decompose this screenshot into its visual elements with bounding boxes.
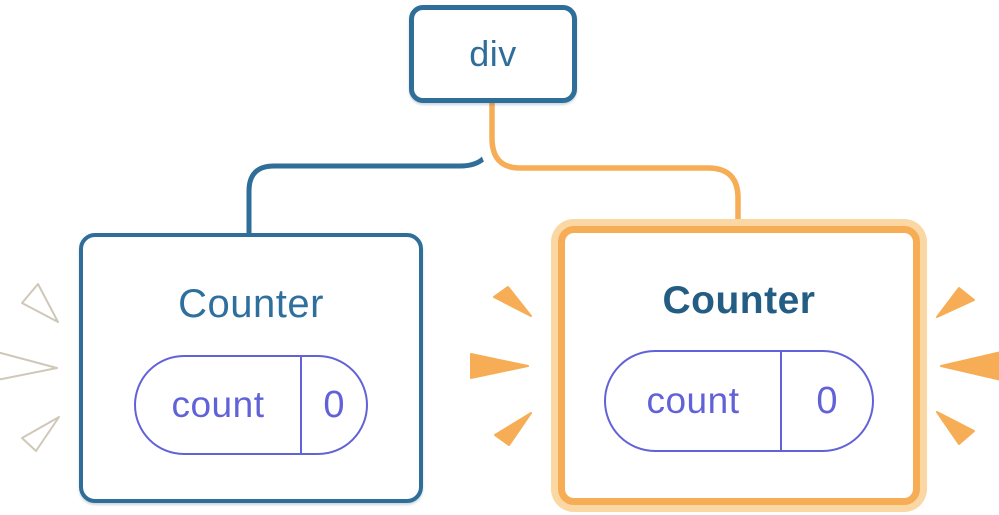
sparkle-burst-left-icon: [0, 283, 60, 452]
counter-right-title: Counter: [662, 279, 816, 322]
sparkle-burst-middle-icon: [470, 286, 532, 446]
counter-left-state-pill: count 0: [134, 355, 368, 455]
sparkle-ray: [493, 286, 532, 317]
tree-node-counter-right: Counter count 0: [558, 226, 920, 505]
tree-node-counter-left: Counter count 0: [79, 233, 423, 503]
sparkle-burst-right-icon: [936, 287, 999, 445]
sparkle-ray: [21, 283, 59, 323]
sparkle-ray: [0, 351, 58, 381]
edge-div-to-counter-right: [489, 100, 741, 230]
state-value: 0: [323, 383, 345, 426]
sparkle-ray: [936, 411, 975, 445]
div-node-label: div: [469, 33, 517, 74]
counter-left-title: Counter: [178, 282, 324, 326]
pill-divider: [780, 352, 782, 450]
state-value: 0: [816, 379, 838, 422]
edge-div-to-counter-left: [246, 100, 495, 235]
sparkle-ray: [936, 287, 975, 318]
pill-divider: [300, 357, 302, 453]
sparkle-ray: [940, 351, 999, 381]
tree-node-div: div: [409, 5, 577, 103]
state-name: count: [171, 384, 265, 425]
sparkle-ray: [21, 416, 60, 452]
sparkle-ray: [494, 412, 532, 446]
sparkle-ray: [470, 353, 529, 379]
edge-div-to-counter-right-casing: [479, 100, 751, 230]
state-name: count: [646, 380, 740, 421]
counter-right-state-pill: count 0: [604, 350, 874, 452]
